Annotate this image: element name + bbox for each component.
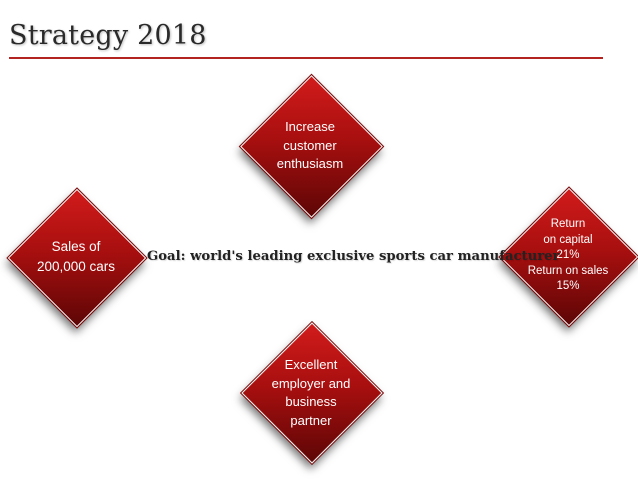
bottom-line-1: Excellent: [284, 357, 338, 372]
right-line-3: 21%: [556, 249, 580, 262]
top-line-1: Increase: [285, 119, 335, 135]
right-line-1: Return: [550, 218, 586, 231]
title-rule: [9, 57, 603, 59]
right-line-2: on capital: [543, 233, 593, 246]
diamond-right-label: Return on capital 21% Return on sales 15…: [508, 212, 628, 300]
slide-title: Strategy 2018: [9, 20, 207, 51]
goal-text: Goal: world's leading exclusive sports c…: [147, 249, 560, 264]
left-line-1: Sales of: [51, 239, 101, 254]
diamond-top-label: Increase customer enthusiasm: [255, 115, 365, 177]
bottom-line-3: business: [285, 394, 337, 409]
right-line-4: Return on sales: [527, 264, 609, 277]
top-line-2: customer: [283, 137, 337, 153]
diamond-bottom-label: Excellent employer and business partner: [255, 355, 367, 431]
top-line-3: enthusiasm: [276, 156, 344, 172]
diamond-left-label: Sales of 200,000 cars: [18, 233, 134, 281]
left-line-2: 200,000 cars: [36, 259, 116, 274]
bottom-line-2: employer and: [271, 375, 351, 391]
right-line-5: 15%: [556, 280, 580, 293]
bottom-line-4: partner: [290, 412, 332, 428]
